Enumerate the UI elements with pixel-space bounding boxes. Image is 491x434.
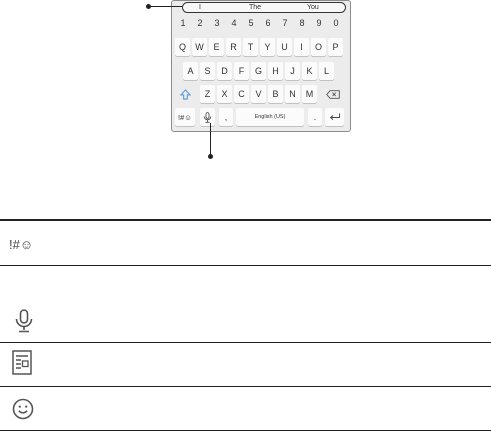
callout-dot-toolbar [208,154,213,159]
key-z: Z [200,85,215,103]
key-t: T [243,38,258,56]
suggestion-bar: I The You [182,2,346,13]
key-u: U [277,38,292,56]
clipboard-icon [12,350,32,375]
key-y: Y [260,38,275,56]
key-g: G [251,62,266,80]
comma-key: , [219,108,233,126]
period-key: . [308,108,322,126]
key-o: O [311,38,326,56]
key-j: J [285,62,300,80]
key-q: Q [175,38,190,56]
key-8: 8 [299,18,305,28]
key-h: H [268,62,283,80]
key-x: X [217,85,232,103]
key-a: A [183,62,198,80]
callout-line-suggestions [149,6,182,7]
microphone-icon [15,309,33,333]
key-3: 3 [214,18,220,28]
key-7: 7 [282,18,288,28]
key-4: 4 [231,18,237,28]
callout-line-toolbar [210,123,211,157]
key-e: E [209,38,224,56]
row-divider [0,265,491,266]
enter-icon [325,108,344,126]
key-d: D [217,62,232,80]
key-s: S [200,62,215,80]
key-9: 9 [316,18,322,28]
row-divider [0,342,491,343]
emoji-icon [12,398,34,420]
symbols-key: !#☺ [175,108,195,126]
key-l: L [319,62,334,80]
table-bottom-rule [0,430,491,431]
table-top-rule [0,219,491,221]
suggestion-3: You [307,4,319,11]
symbols-icon: !#☺ [9,237,34,252]
shift-icon [175,85,195,103]
key-i: I [294,38,309,56]
space-key: English (US) [236,108,304,126]
keyboard-illustration: I The You 1 2 3 4 5 6 7 8 9 0 Q W E R T … [171,0,351,132]
key-5: 5 [248,18,254,28]
key-n: N [285,85,300,103]
key-v: V [251,85,266,103]
key-2: 2 [197,18,203,28]
suggestion-2: The [249,4,262,11]
key-k: K [302,62,317,80]
table-row-symbols: !#☺ [9,236,33,254]
key-0: 0 [333,18,339,28]
key-m: M [302,85,317,103]
table-row-clipboard [12,350,32,381]
key-b: B [268,85,283,103]
key-c: C [234,85,249,103]
callout-dot-suggestions [146,4,151,9]
key-w: W [192,38,207,56]
key-6: 6 [265,18,271,28]
key-f: F [234,62,249,80]
microphone-key [200,108,215,126]
table-row-microphone [14,309,34,338]
key-p: P [328,38,343,56]
suggestion-1: I [199,4,201,11]
key-r: R [226,38,241,56]
row-divider [0,386,491,387]
backspace-icon [322,85,344,103]
key-1: 1 [180,18,186,28]
table-row-emoji [12,398,34,425]
